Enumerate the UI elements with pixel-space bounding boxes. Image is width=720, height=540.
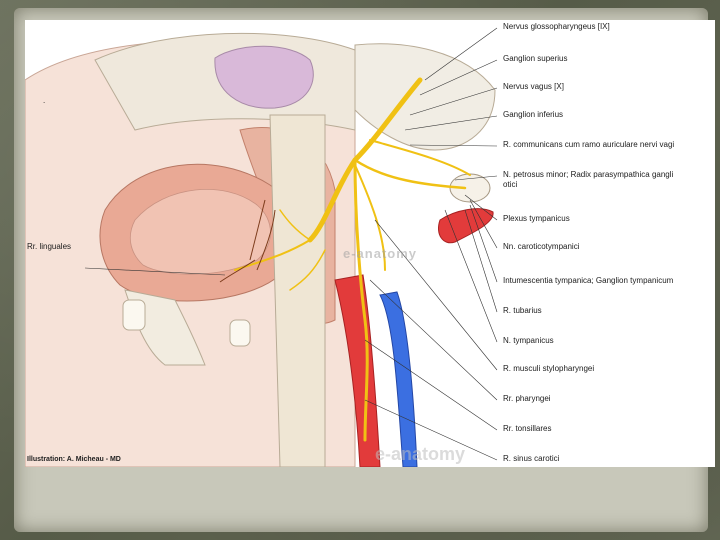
label-communicans: R. communicans cum ramo auriculare nervi… <box>503 140 675 149</box>
petrous-bone <box>354 43 496 151</box>
artery-branch <box>438 208 494 244</box>
label-linguales: Rr. linguales <box>27 242 72 251</box>
tongue-inner <box>129 189 271 275</box>
label-intumescentia: Intumescentia tympanica; Ganglion tympan… <box>503 276 674 285</box>
tooth <box>122 299 146 331</box>
anatomy-drawing <box>25 27 498 467</box>
label-vagus: Nervus vagus [X] <box>503 82 564 91</box>
label-pharyngei: Rr. pharyngei <box>503 394 551 403</box>
jugular-vein <box>379 291 418 467</box>
lingual-nerve-branches <box>219 199 276 283</box>
glossopharyngeal-nerve <box>234 77 471 442</box>
cervical-spine <box>269 114 326 467</box>
label-tubarius: R. tubarius <box>503 306 542 315</box>
illustration-credit: Illustration: A. Micheau - MD <box>27 456 121 463</box>
tooth <box>229 319 251 347</box>
label-sinus-carotici: R. sinus carotici <box>503 454 560 463</box>
brain-region <box>214 45 314 109</box>
watermark-text-bottom: e-anatomy <box>375 444 466 464</box>
label-caroticotympanici: Nn. caroticotympanici <box>503 242 580 251</box>
carotid-artery <box>334 274 381 467</box>
label-petrosus-minor: N. petrosus minor; Radix parasympathica … <box>503 170 674 189</box>
label-n-tympanicus: N. tympanicus <box>503 336 554 345</box>
label-musculi-stylopharyngei: R. musculi stylopharyngei <box>503 364 595 373</box>
leader-lines <box>84 27 498 461</box>
label-glossopharyngeus: Nervus glossopharyngeus [IX] <box>503 22 610 31</box>
label-ganglion-superius: Ganglion superius <box>503 54 568 63</box>
label-tonsillares: Rr. tonsillares <box>503 424 552 433</box>
anatomy-illustration: . e-anatomy e-anatomy Illustration: A. M… <box>25 20 715 467</box>
label-plexus-tympanicus: Plexus tympanicus <box>503 214 570 223</box>
stray-dot: . <box>43 96 46 105</box>
label-ganglion-inferius: Ganglion inferius <box>503 110 564 119</box>
watermark-text: e-anatomy <box>343 246 418 261</box>
